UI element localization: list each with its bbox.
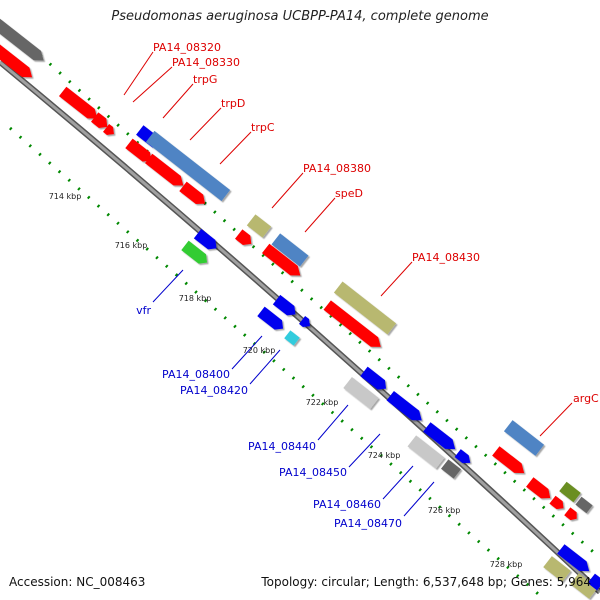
gene-pa14-08460-blue [423,422,456,450]
scale-label: 716 kbp [115,241,148,250]
tick-rows [9,53,600,600]
gene-pa14-08470-blue [454,449,471,464]
gene-argc-red [492,446,525,474]
gene-trpd-red [144,153,184,186]
leader-argc [539,402,573,437]
gene-label: PA14_08400 [162,368,230,381]
gene-pa14-08440-blue [360,366,387,390]
gene-blue-bottom-b [587,573,600,591]
scale-label: 720 kbp [243,346,276,355]
gene-pa14-08400-blue [272,294,296,316]
leader-pa14-08380 [271,172,304,209]
gene-khaki-bottom-b [570,573,598,599]
leader-pa14-08430 [380,261,413,297]
gene-trpc-red [179,181,206,205]
gene-red-topleft [0,36,33,78]
gene-label: PA14_08380 [303,162,371,175]
gene-labels-red: PA14_08320 PA14_08330 trpG trpD trpC PA1… [153,41,599,405]
scale-label: 726 kbp [428,506,461,515]
gene-trpg-red [125,138,152,162]
gene-pa14-08380-khaki [246,214,272,238]
gene-label: PA14_08430 [412,251,480,264]
leader-pa14-08470 [403,481,435,517]
leader-pa14-08420 [249,349,281,385]
gene-pa14-08430-khaki [333,281,397,335]
gene-label: PA14_08440 [248,440,316,453]
scale-label: 728 kbp [490,560,523,569]
gene-pa14-08420-blue [298,315,310,327]
gene-argc-red-b [526,477,551,499]
gene-label: speD [335,187,363,200]
leader-trpg [162,83,194,119]
leader-trpd [189,107,222,141]
label-leaders [123,51,573,517]
gene-trpd-steelblue [145,130,231,202]
leader-pa14-08330 [132,66,173,103]
tick-row-inner [9,126,546,600]
scale-label: 718 kbp [179,294,212,303]
gene-features [0,18,600,599]
gene-label: trpD [221,97,245,110]
gene-label: vfr [136,304,151,317]
leader-pa14-08450 [348,433,381,468]
gene-pa14-08430-red [323,300,381,347]
scale-labels: 714 kbp 716 kbp 718 kbp 720 kbp 722 kbp … [49,192,523,569]
gene-argc-steelblue [503,420,545,456]
gene-label: PA14_08450 [279,466,347,479]
leader-vfr [152,269,184,303]
gene-label: argC [573,392,599,405]
gene-label: PA14_08330 [172,56,240,69]
gene-pa14-08420-cyan [284,330,300,346]
gene-label: PA14_08470 [334,517,402,530]
gene-label: trpC [251,121,275,134]
leader-pa14-08440 [317,404,349,441]
gene-khaki-bottom [543,556,571,582]
topology-label: Topology: circular; Length: 6,537,648 bp… [261,575,591,589]
genome-backbone-edge [0,59,600,595]
scale-label: 722 kbp [306,398,339,407]
accession-label: Accession: NC_008463 [9,575,146,589]
gene-pa14-08400-blue-b [257,306,284,330]
gene-pa14-08380-red [235,229,252,245]
gene-vfr-green [181,240,208,264]
gene-pa14-08440-gray [343,377,379,409]
gene-label: PA14_08460 [313,498,381,511]
tick-row-outer [38,53,600,560]
gene-olive [559,481,581,503]
gene-label: trpG [193,73,217,86]
gene-pa14-08320 [58,86,98,119]
leader-sped [304,197,336,233]
gene-red-right [564,507,577,521]
leader-pa14-08320 [123,51,154,96]
gene-label: PA14_08420 [180,384,248,397]
gene-pa14-08460-gray [407,435,445,469]
gene-blue-bottom [557,544,590,572]
gene-sped-steelblue [271,233,309,267]
gene-pa14-08470-gray [441,459,461,479]
gene-pa14-08450-blue [386,390,422,421]
gene-vfr-blue [193,228,217,250]
leader-trpc [219,131,252,165]
scale-label: 714 kbp [49,192,82,201]
scale-label: 724 kbp [368,451,401,460]
genome-backbone [0,60,600,594]
gene-gray-topleft [0,18,44,61]
leader-pa14-08460 [382,465,414,500]
leader-pa14-08400 [231,335,263,370]
map-title: Pseudomonas aeruginosa UCBPP-PA14, compl… [111,9,489,24]
gene-sped-red [261,243,301,276]
gene-gray-right [575,496,593,514]
gene-pa14-08330 [91,112,108,128]
gene-argc-red-c [549,495,564,510]
gene-labels-blue: vfr PA14_08400 PA14_08420 PA14_08440 PA1… [136,304,402,530]
gene-pa14-08330-b [102,123,114,135]
gene-label: PA14_08320 [153,41,221,54]
